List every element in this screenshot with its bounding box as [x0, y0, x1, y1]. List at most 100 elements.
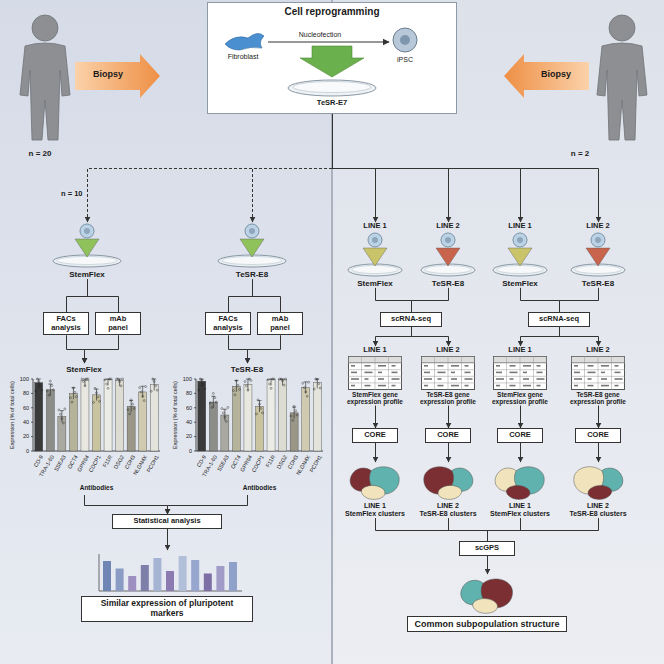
node-text: TeSR-E8 gene expression profile: [564, 391, 632, 406]
graphic: [71, 388, 75, 400]
graphic: [58, 409, 60, 411]
similar-node: Similar expression of pluripotent marker…: [81, 550, 253, 622]
graphic: [315, 379, 319, 388]
node-text: mAb panel: [99, 315, 137, 332]
graphic: [96, 392, 98, 394]
process-box: Statistical analysis: [112, 514, 222, 529]
connector: [521, 288, 560, 312]
graphic: [222, 257, 282, 265]
graphic: [234, 380, 238, 392]
graphic: [270, 387, 272, 389]
graphic: [256, 406, 264, 451]
graphic: [256, 413, 258, 415]
graphic: [247, 389, 249, 391]
node-text: CORE: [501, 431, 539, 440]
graphic: [267, 380, 275, 451]
graphic: [513, 233, 527, 247]
label: 20: [5, 433, 29, 439]
connector: [67, 335, 85, 363]
graphic: [95, 389, 99, 401]
process-box: scRNA-seq: [380, 312, 442, 327]
graphic: [128, 576, 136, 591]
graphic: [140, 391, 142, 393]
graphic: [141, 386, 145, 398]
graphic: [133, 408, 135, 410]
graphic: [130, 399, 132, 401]
graphic: [216, 566, 224, 591]
graphic: [51, 384, 53, 386]
connector: [487, 556, 488, 574]
graphic: [588, 378, 592, 380]
label: DSG2: [275, 454, 288, 470]
graphic: [194, 393, 196, 394]
node-text: TeSR-E8: [565, 279, 631, 288]
node-text: Cell reprogramming: [208, 6, 456, 17]
graphic: [142, 395, 144, 397]
node-text: scRNA-seq: [532, 315, 586, 324]
node-text: LINE 2: [565, 222, 631, 231]
mini-chart: [87, 551, 247, 595]
connector: [376, 288, 412, 312]
graphic: [31, 407, 33, 408]
connector: [449, 518, 488, 541]
graphic: [424, 365, 428, 367]
dish-node: LINE 1StemFlex: [342, 222, 408, 288]
connector: [253, 279, 281, 312]
node-text: StemFlex gene expression profile: [486, 391, 554, 406]
graphic: [116, 569, 124, 592]
connector: [560, 327, 599, 346]
dish-icon: [212, 223, 292, 269]
graphic: [280, 378, 282, 380]
node-text: CORE: [429, 431, 467, 440]
connector: [229, 279, 253, 312]
final-node: Common subpopulation structure: [407, 574, 567, 632]
cluster-icon: [489, 463, 551, 501]
graphic: [97, 396, 99, 398]
profile-node: LINE 1StemFlex gene expression profile: [341, 346, 409, 406]
graphic: [120, 385, 122, 387]
graphic: [615, 371, 621, 373]
chart-node: StemFlexExpression (% of total cells)100…: [5, 363, 163, 495]
node-text: StemFlex clusters: [339, 510, 411, 518]
dish-icon: [342, 232, 408, 278]
graphic: [305, 391, 307, 393]
graphic: [417, 463, 479, 501]
graphic: [465, 371, 471, 373]
graphic: [567, 463, 629, 501]
graphic: [260, 408, 262, 410]
graphic: [262, 412, 264, 414]
graphic: [451, 371, 455, 373]
graphic: [533, 356, 534, 390]
graphic: [378, 365, 386, 367]
profile-node: LINE 1StemFlex gene expression profile: [486, 346, 554, 406]
graphic: [601, 365, 609, 367]
label: 20: [168, 433, 192, 439]
graphic: [304, 382, 308, 394]
graphic: [107, 387, 109, 389]
graphic: [588, 485, 612, 499]
cluster-node: LINE 1StemFlex clusters: [339, 462, 411, 518]
graphic: [31, 451, 33, 452]
graphic: [598, 356, 599, 390]
connector: [167, 529, 168, 550]
label: 40: [5, 419, 29, 425]
graphic: [232, 386, 240, 451]
graphic: [415, 232, 481, 278]
graphic: [392, 365, 396, 367]
graphic: [351, 384, 355, 386]
graphic: [465, 378, 473, 380]
graphic: [283, 384, 285, 386]
graphic: [523, 384, 531, 386]
graphic: [586, 248, 610, 266]
graphic: [209, 402, 217, 451]
graphic: [207, 2, 457, 114]
connector: [488, 518, 599, 541]
graphic: [565, 232, 631, 278]
process-box: scRNA-seq: [528, 312, 590, 327]
graphic: [129, 413, 131, 415]
graphic: [313, 388, 315, 390]
graphic: [392, 371, 398, 373]
node-text: LINE 1: [341, 346, 409, 355]
graphic: [451, 378, 457, 380]
